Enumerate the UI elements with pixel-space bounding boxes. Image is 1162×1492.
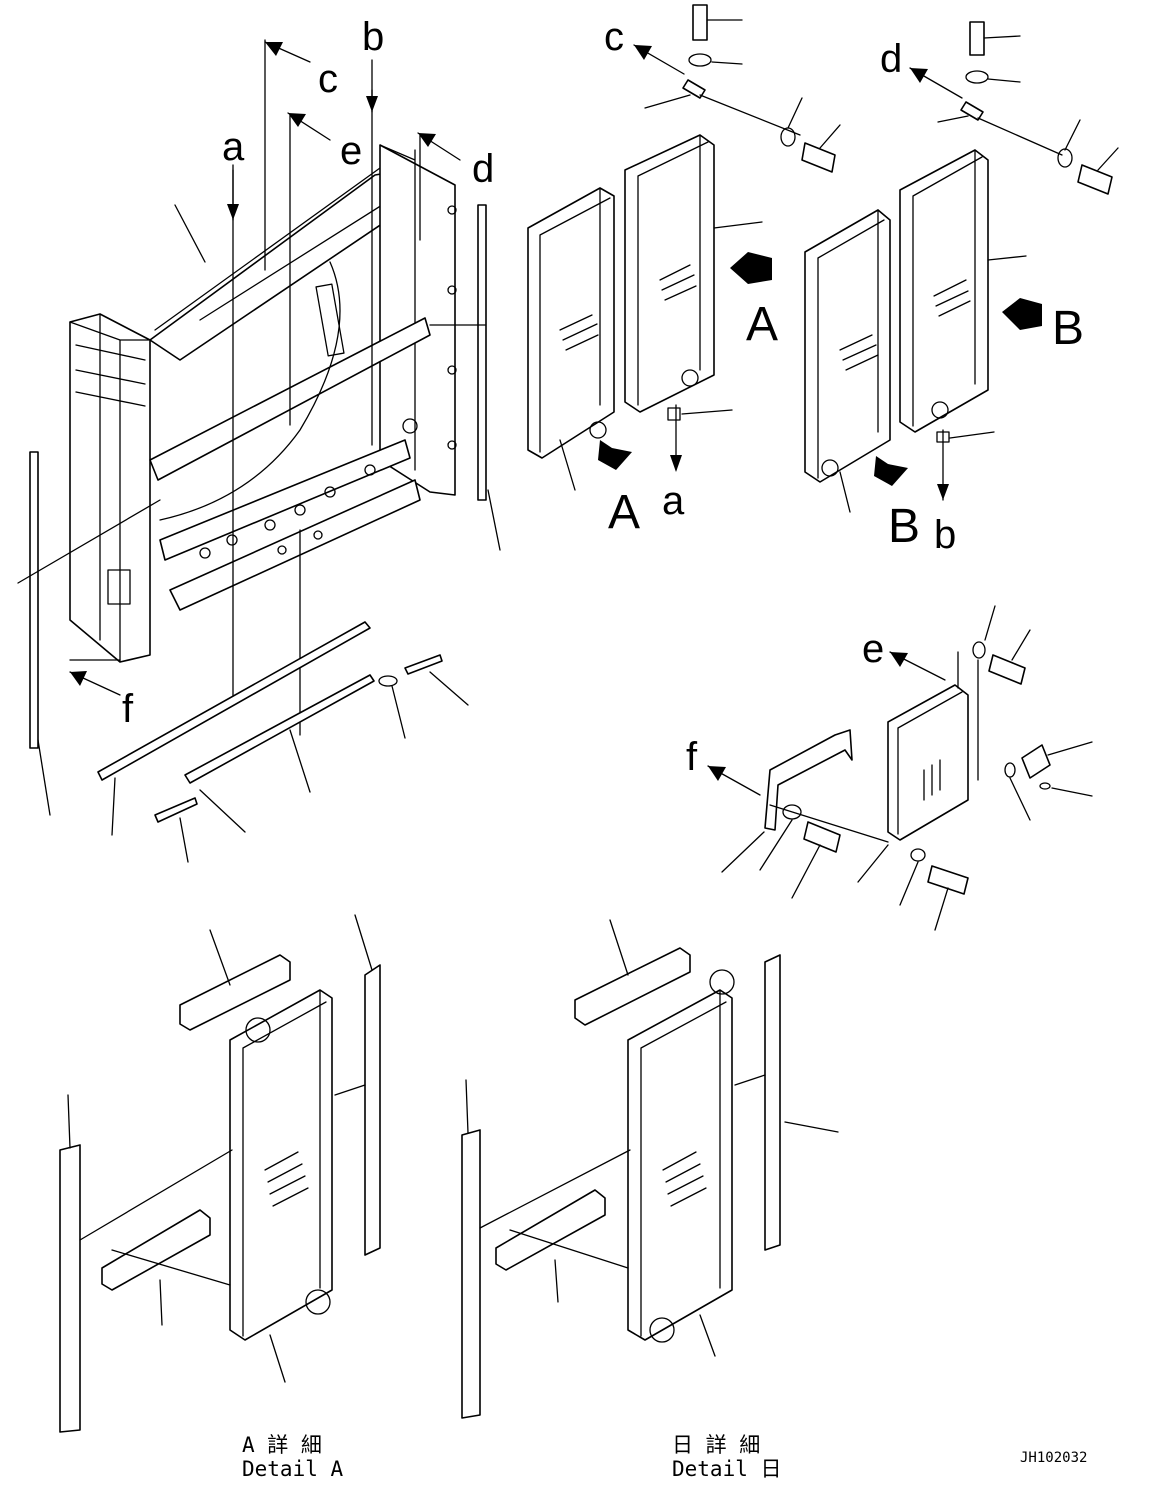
label-d-right: d (880, 37, 902, 81)
detail-b-view: 日 詳 細 Detail 日 (461, 919, 839, 1481)
label-e-top: e (340, 129, 362, 173)
cooler-group-a: A A a c (527, 4, 841, 539)
label-b-top: b (362, 15, 384, 59)
label-a-top: a (222, 125, 245, 169)
label-a-view-bottom: A (608, 486, 640, 539)
view-arrow-b-bottom (874, 456, 908, 486)
label-e-right: e (862, 627, 884, 671)
detail-b-caption-en: Detail 日 (672, 1457, 782, 1481)
frame-bolt-dots (199, 418, 418, 559)
view-arrow-b-right (1002, 298, 1042, 330)
view-arrow-a-bottom (598, 440, 632, 470)
label-c-top: c (318, 57, 338, 101)
radiator-frame-assembly (69, 144, 501, 663)
label-f-bottom: f (122, 687, 134, 731)
label-a-view-right: A (746, 298, 778, 351)
small-cooler-assembly: e f (686, 605, 1093, 931)
detail-b-caption-jp: 日 詳 細 (672, 1433, 760, 1457)
label-b-view-right: B (1052, 302, 1084, 355)
detail-a-view: A 詳 細 Detail A (59, 914, 381, 1481)
reference-lines (17, 39, 421, 736)
main-frame-labels: c b a e d f (69, 15, 494, 731)
label-d-top: d (472, 147, 494, 191)
label-b-view-bottom: B (888, 500, 920, 553)
label-b-mid: b (934, 513, 956, 557)
lower-seal-strips (97, 621, 469, 863)
left-seal-strip (29, 451, 51, 816)
label-a-mid: a (662, 479, 685, 523)
label-f-right: f (686, 735, 698, 779)
detail-a-caption-jp: A 詳 細 (242, 1433, 322, 1457)
view-arrow-a-right (730, 252, 772, 284)
label-c-mid: c (604, 15, 624, 59)
drawing-code: JH102032 (1020, 1450, 1087, 1466)
detail-a-caption-en: Detail A (242, 1457, 344, 1481)
cooler-group-b: B B b d (804, 21, 1119, 557)
